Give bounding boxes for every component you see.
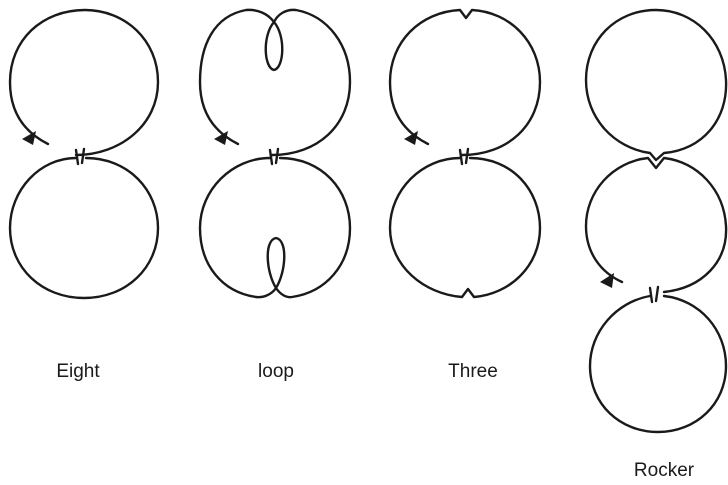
- three-bottom-circle: [390, 158, 540, 297]
- rocker-center-mark: [650, 287, 658, 302]
- eight-bottom-circle: [10, 158, 158, 298]
- rocker-top-circle: [586, 10, 726, 160]
- caption-loop: loop: [258, 361, 294, 382]
- loop-top-circle: [200, 10, 350, 155]
- figure-rocker: [586, 10, 726, 432]
- caption-rocker: Rocker: [634, 460, 695, 481]
- loop-bottom-inner-loop: [268, 238, 285, 288]
- caption-eight: Eight: [56, 361, 100, 382]
- figure-eight: [10, 10, 158, 298]
- rocker-arrow-icon: [600, 273, 614, 288]
- rocker-middle-circle: [586, 158, 726, 292]
- three-top-circle: [390, 10, 540, 155]
- figure-loop: [200, 10, 350, 297]
- loop-top-inner-loop: [266, 22, 283, 70]
- rocker-bottom-circle: [590, 296, 726, 432]
- three-center-mark: [460, 149, 468, 164]
- caption-three: Three: [448, 361, 498, 382]
- loop-center-mark: [270, 149, 278, 164]
- eight-center-mark: [76, 149, 84, 164]
- loop-bottom-circle: [200, 158, 350, 297]
- figure-three: [390, 10, 540, 297]
- eight-arrow-icon: [22, 131, 36, 145]
